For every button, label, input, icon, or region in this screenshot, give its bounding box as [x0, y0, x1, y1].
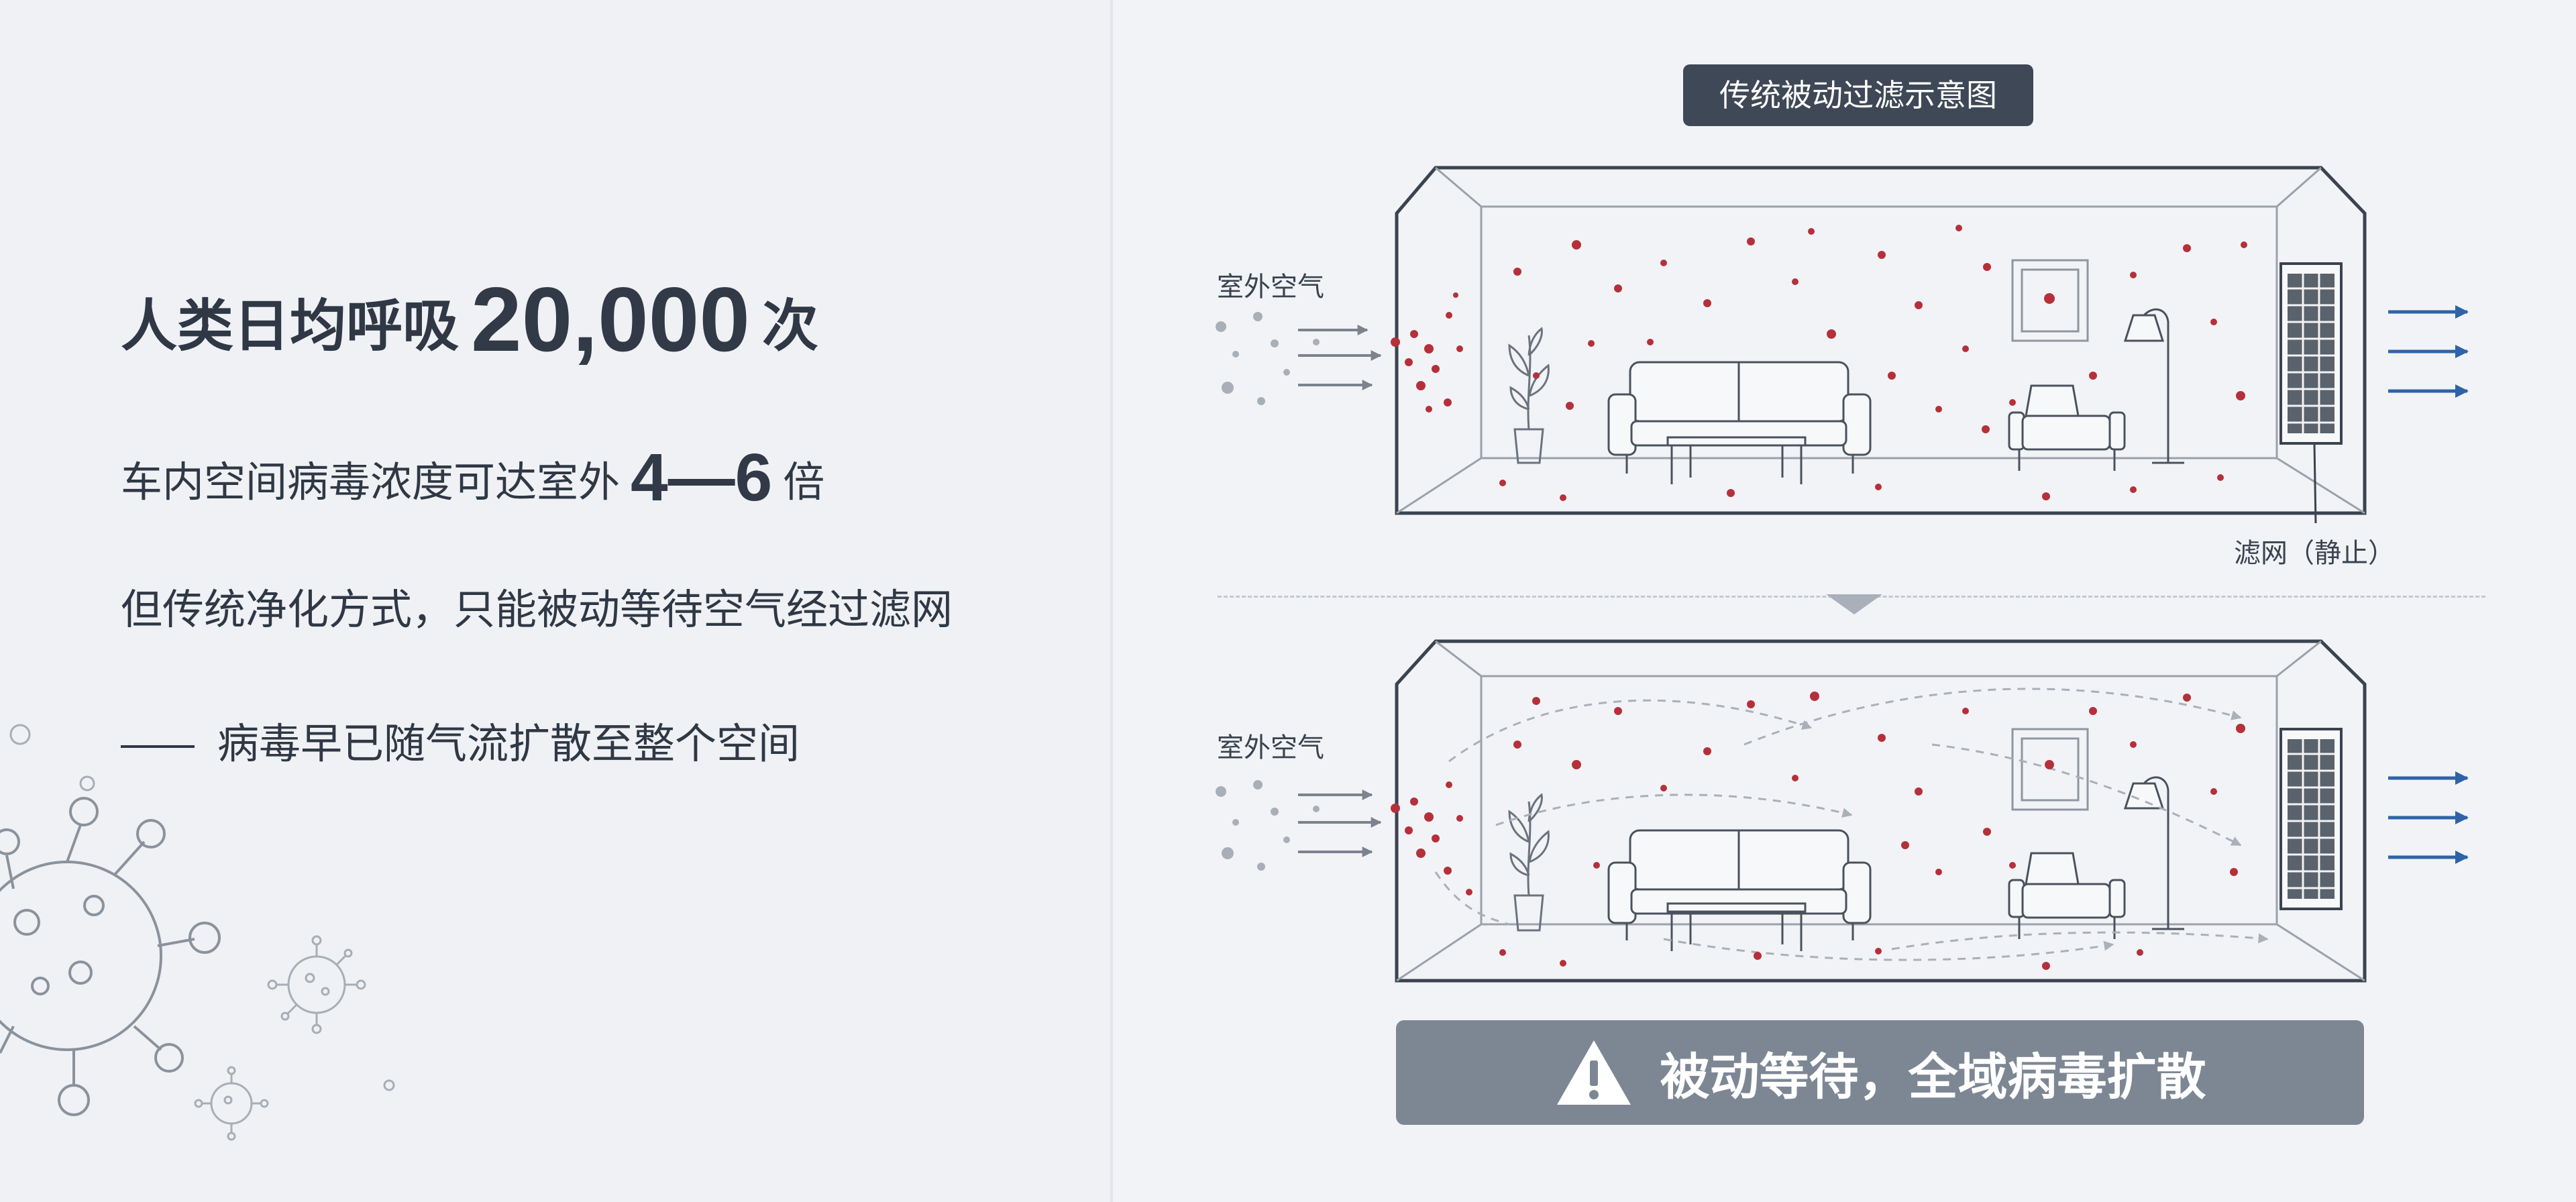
virus-particle: [79, 775, 95, 791]
armchair-icon: [2008, 852, 2126, 939]
virus-particle: [9, 724, 31, 745]
room-bottom: [1216, 639, 2469, 983]
virus-spread-statement: 病毒早已随气流扩散至整个空间: [121, 710, 800, 770]
em-dash-line: [121, 745, 195, 748]
virus-spread-text: 病毒早已随气流扩散至整个空间: [217, 719, 800, 768]
filter-grille-icon: [2279, 728, 2343, 910]
armchair-icon: [2008, 384, 2126, 471]
concentration-suffix: 倍: [783, 457, 825, 506]
breath-prefix: 人类日均呼吸: [121, 293, 460, 359]
sofa-icon: [1607, 361, 1872, 474]
airflow-curves: [1434, 688, 2269, 961]
virus-icon: [0, 797, 221, 1116]
room-inner-bottom: [1396, 640, 2365, 982]
floor-lamp-icon: [2123, 776, 2184, 930]
outdoor-particles-bottom: [1216, 780, 1320, 871]
outdoor-air-label-top: 室外空气: [1217, 272, 1324, 303]
virus-decoration: [0, 724, 395, 1141]
outflow-arrows-bottom: [2388, 771, 2469, 864]
virus-icon: [194, 1066, 269, 1141]
outdoor-particles-top: [1216, 312, 1320, 405]
panel-divider: [1110, 0, 1113, 1202]
inflow-arrows-top: [1298, 325, 1382, 390]
concentration-prefix: 车内空间病毒浓度可达室外: [121, 457, 621, 506]
plant-icon: [1508, 327, 1550, 464]
room-inner-top: [1396, 166, 2365, 514]
warning-triangle-icon: [1556, 1040, 1631, 1105]
floor-lamp-icon: [2123, 308, 2184, 464]
passive-filter-statement: 但传统净化方式，只能被动等待空气经过滤网: [121, 585, 953, 634]
room-frame-top: [1395, 166, 2367, 515]
filter-label: 滤网（静止）: [2234, 538, 2395, 569]
picture-frame-icon: [2011, 728, 2089, 811]
coffee-table: [1666, 436, 1807, 484]
down-arrow-icon: [1826, 594, 1882, 614]
filter-grille-icon: [2279, 262, 2343, 524]
picture-frame-icon: [2011, 259, 2089, 342]
concentration-value: 4—6: [631, 440, 773, 515]
virus-particle: [383, 1079, 395, 1091]
diagram-title: 传统被动过滤示意图: [1683, 64, 2033, 126]
outflow-arrows-top: [2388, 305, 2469, 398]
inflow-arrows-bottom: [1298, 789, 1382, 857]
outdoor-air-label-bottom: 室外空气: [1217, 732, 1324, 763]
plant-icon: [1508, 793, 1550, 932]
room-top: [1216, 166, 2469, 524]
breath-suffix: 次: [761, 293, 818, 359]
virus-particles-top: [1391, 225, 2247, 501]
virus-icon: [267, 935, 366, 1034]
breath-count-value: 20,000: [471, 268, 750, 370]
warning-text: 被动等待，全域病毒扩散: [1660, 1048, 2206, 1106]
warning-banner: 被动等待，全域病毒扩散: [1396, 1020, 2364, 1125]
virus-particles-bottom: [1391, 692, 2245, 970]
coffee-table: [1666, 902, 1807, 951]
